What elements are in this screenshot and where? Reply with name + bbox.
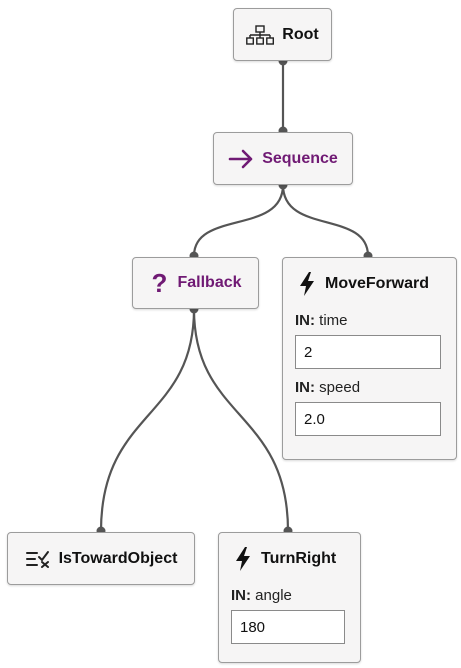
speed-input[interactable] [295, 402, 441, 436]
node-move-forward[interactable]: MoveForward IN: time IN: speed [282, 257, 457, 460]
edge-fallback-turnright [192, 308, 290, 532]
node-sequence-label: Sequence [262, 149, 338, 167]
lightning-icon [299, 272, 315, 296]
node-sequence[interactable]: Sequence [213, 132, 353, 185]
port-speed-label: IN: speed [295, 379, 456, 396]
node-turn-right[interactable]: TurnRight IN: angle [218, 532, 361, 663]
port-angle-label: IN: angle [231, 587, 360, 604]
condition-check-icon [25, 550, 51, 568]
node-root-label: Root [282, 25, 319, 43]
node-fallback[interactable]: ? Fallback [132, 257, 259, 309]
node-root[interactable]: Root [233, 8, 332, 61]
question-mark-icon: ? [151, 267, 168, 298]
node-move-forward-label: MoveForward [325, 275, 430, 292]
port-time-name: time [319, 312, 348, 329]
hierarchy-icon [246, 24, 275, 45]
edge-fallback-istowardobject [99, 308, 196, 532]
port-speed-name: speed [319, 379, 361, 396]
angle-input[interactable] [231, 610, 345, 644]
time-input[interactable] [295, 335, 441, 369]
port-angle-prefix: IN: [231, 587, 251, 604]
lightning-icon [235, 547, 251, 571]
node-is-toward-object[interactable]: IsTowardObject [7, 532, 195, 585]
port-time-prefix: IN: [295, 312, 315, 329]
port-time-label: IN: time [295, 312, 456, 329]
port-angle-name: angle [255, 587, 292, 604]
node-is-toward-object-label: IsTowardObject [58, 549, 178, 567]
edge-sequence-fallback [192, 184, 285, 257]
node-turn-right-label: TurnRight [261, 550, 337, 567]
arrow-right-icon [228, 149, 254, 169]
node-fallback-label: Fallback [177, 274, 242, 291]
edge-sequence-moveforward [281, 184, 370, 257]
port-speed-prefix: IN: [295, 379, 315, 396]
